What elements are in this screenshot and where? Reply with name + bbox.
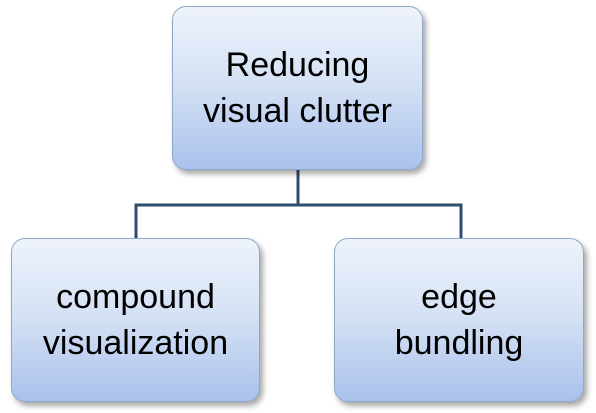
child-node-edge-bundling: edge bundling xyxy=(334,238,584,402)
root-node-label-line: Reducing xyxy=(225,46,370,84)
child-node-label-line: bundling xyxy=(394,324,524,362)
root-node-label: Reducing visual clutter xyxy=(203,42,392,134)
child-node-label-line: visualization xyxy=(42,324,229,362)
root-node: Reducing visual clutter xyxy=(172,6,423,170)
connector-line xyxy=(298,203,463,238)
root-node-label-line: visual clutter xyxy=(203,92,392,130)
child-node-label: compound visualization xyxy=(43,274,228,366)
connector-line xyxy=(134,170,300,238)
child-node-compound-visualization: compound visualization xyxy=(11,238,260,402)
child-node-label: edge bundling xyxy=(395,274,524,366)
child-node-label-line: edge xyxy=(421,278,497,316)
child-node-label-line: compound xyxy=(56,278,215,316)
